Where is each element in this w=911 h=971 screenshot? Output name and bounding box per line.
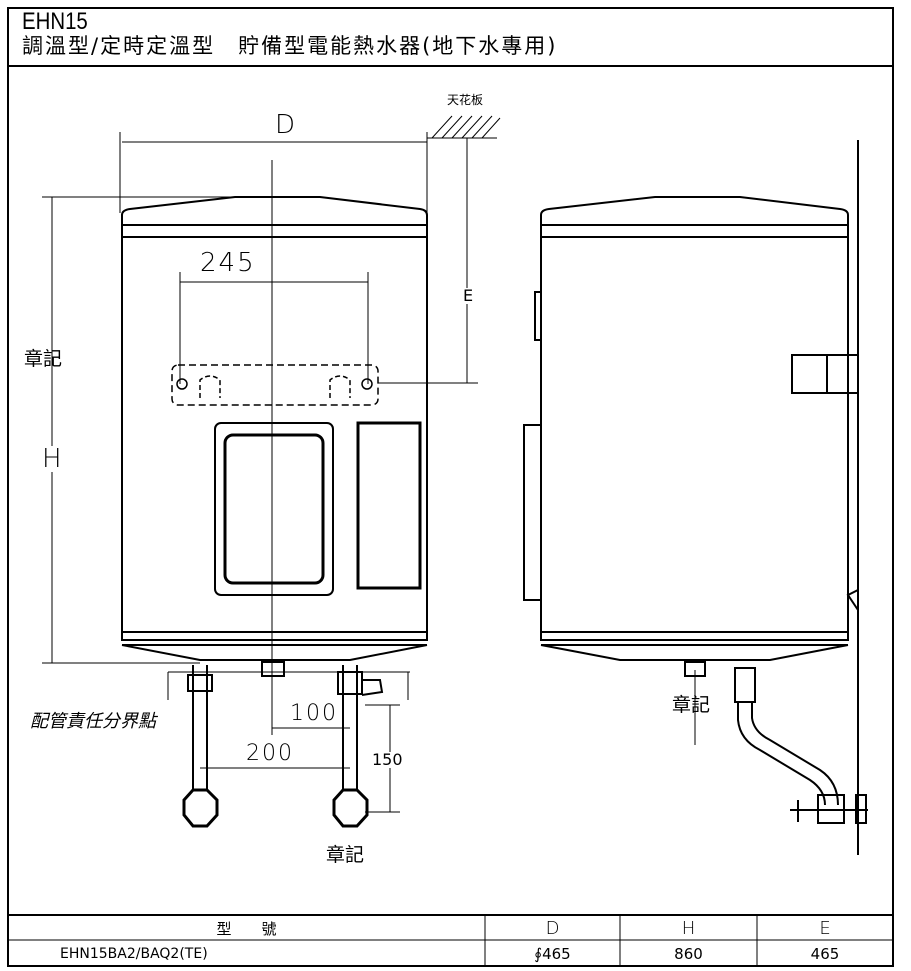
ceiling-label: 天花板 [447,93,484,107]
row-E: 465 [810,945,840,963]
front-view [121,160,428,828]
dim-E: E [463,286,474,305]
header-model: 型 號 [216,919,277,938]
side-view [523,140,868,855]
dim-D: D [275,110,298,140]
header-E: E [819,917,831,939]
header-H: H [681,917,696,939]
dimension-lines [42,132,696,813]
ceiling-hatch [427,115,501,139]
dim-150: 150 [372,750,403,769]
row-model: EHN15BA2/BAQ2(TE) [60,946,208,962]
pipe-boundary-label: 配管責任分界點 [30,711,156,732]
subtitle: 調溫型/定時定溫型 貯備型電能熱水器(地下水專用) [22,34,558,58]
row-H: 860 [674,945,703,963]
header-D: D [545,917,560,939]
row-D: ∮465 [534,945,571,963]
dim-100: 100 [290,701,338,726]
model-title: EHN15 [22,8,88,35]
mark-side: 章記 [672,694,711,716]
dim-H: H [42,444,64,474]
dim-200: 200 [246,741,294,766]
mark-left: 章記 [24,348,63,370]
mark-bottom: 章記 [326,844,365,866]
dim-245: 245 [200,248,256,278]
